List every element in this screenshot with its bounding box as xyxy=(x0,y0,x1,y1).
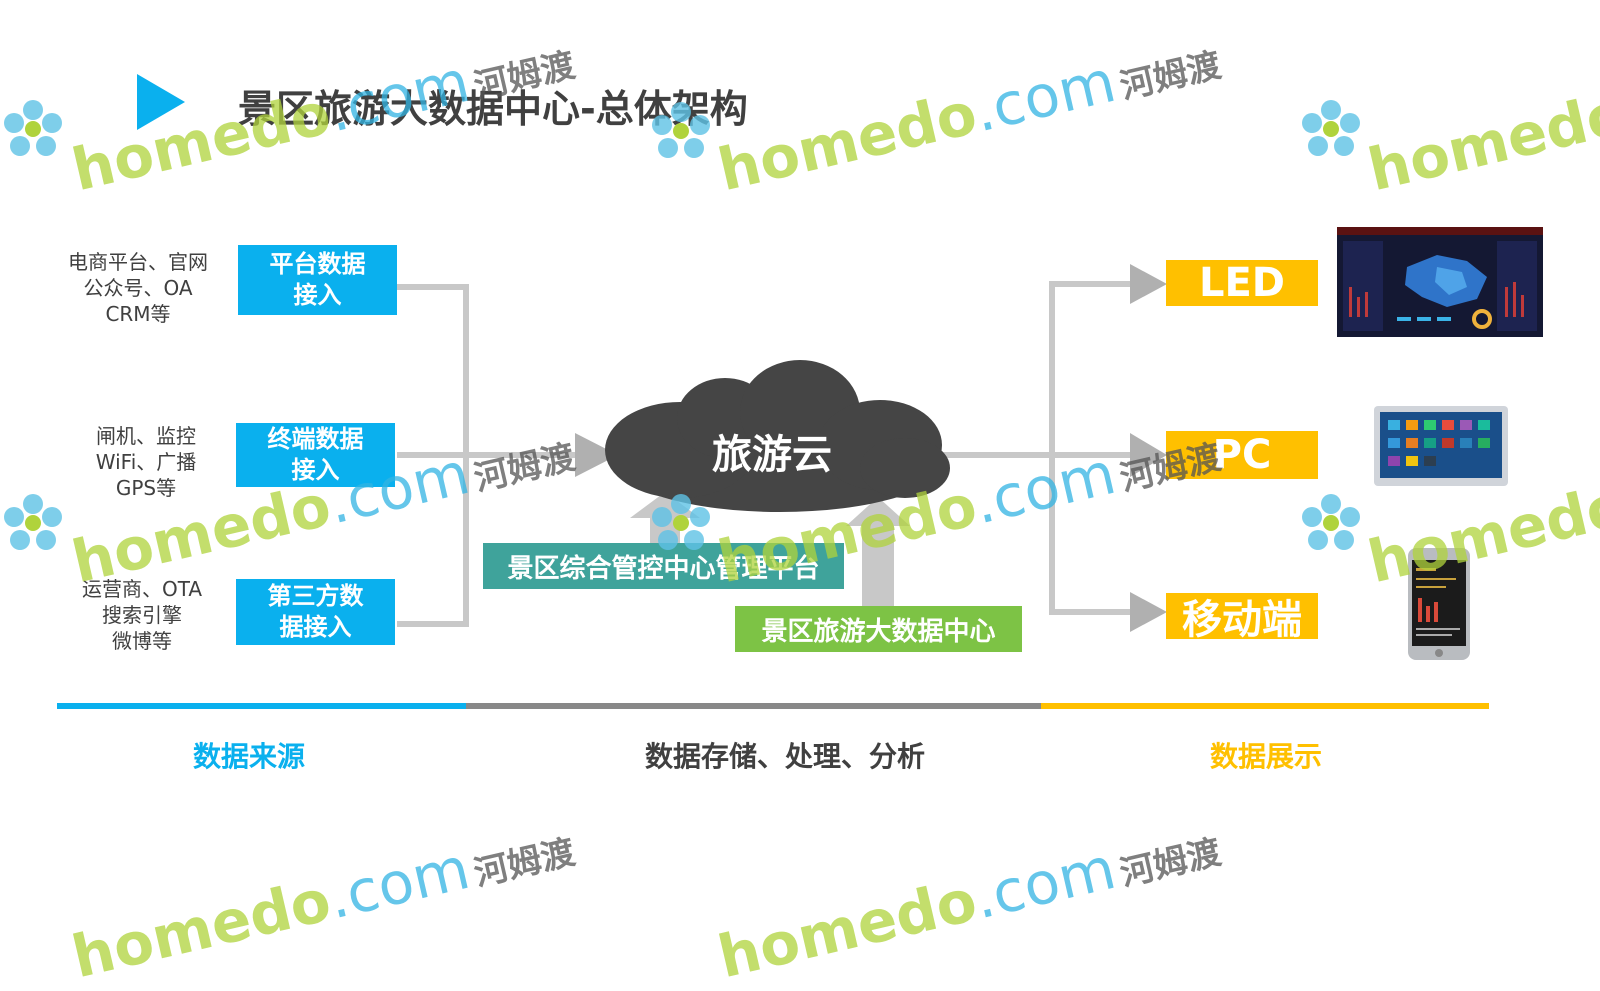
arrow-to-pc xyxy=(1130,433,1167,477)
pc-monitor-image xyxy=(1374,406,1508,486)
arrow-to-led xyxy=(1130,264,1167,304)
bar-processing xyxy=(466,703,1041,709)
thirdparty-data-access-box: 第三方数据接入 xyxy=(236,579,395,645)
mobile-phone-image xyxy=(1408,548,1470,660)
arrow-into-cloud xyxy=(575,433,618,477)
output-led-box: LED xyxy=(1166,260,1318,306)
cloud-label: 旅游云 xyxy=(712,432,832,478)
section-label-processing: 数据存储、处理、分析 xyxy=(645,740,926,773)
title-arrow-icon xyxy=(137,74,185,130)
terminal-data-access-box: 终端数据接入 xyxy=(236,423,395,487)
bar-display xyxy=(1041,703,1489,709)
section-label-sources: 数据来源 xyxy=(193,740,306,773)
bar-sources xyxy=(57,703,466,709)
led-dashboard-image xyxy=(1337,227,1543,337)
section-label-display: 数据展示 xyxy=(1210,740,1323,773)
control-center-platform-box: 景区综合管控中心管理平台 xyxy=(483,543,844,589)
arrow-to-mobile xyxy=(1130,592,1167,632)
data-center-box: 景区旅游大数据中心 xyxy=(735,606,1022,652)
output-mobile-box: 移动端 xyxy=(1166,593,1318,643)
output-pc-box: PC xyxy=(1166,431,1318,479)
cloud-shape xyxy=(605,360,950,512)
platform-data-access-box: 平台数据接入 xyxy=(238,245,397,315)
connector-lines xyxy=(57,264,1489,709)
arrow-up-datacenter xyxy=(846,497,910,606)
